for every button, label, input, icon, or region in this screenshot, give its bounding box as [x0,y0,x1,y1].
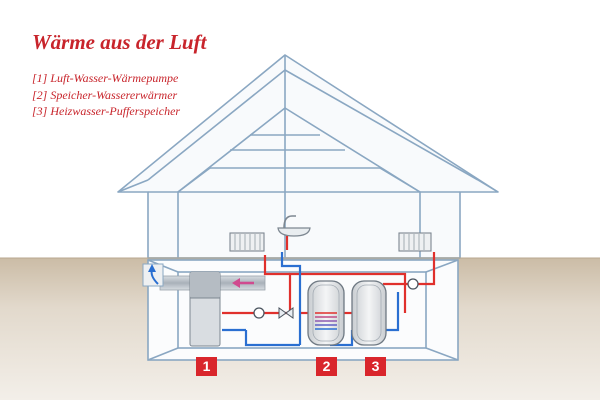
marker-3: 3 [365,357,386,376]
marker-1: 1 [196,357,217,376]
radiator-left [229,232,265,252]
house-structure [117,54,499,259]
circulation-pump-left [253,307,265,319]
cold-water-pipes [222,252,400,347]
buffer-tank [351,280,387,346]
heat-pump [189,271,221,347]
three-way-valve-icon [278,307,294,319]
legend: [1] Luft-Wasser-Wärmepumpe [2] Speicher-… [32,70,180,120]
circulation-pump-right [407,278,419,290]
marker-2: 2 [316,357,337,376]
legend-item-heat-pump: [1] Luft-Wasser-Wärmepumpe [32,71,179,85]
water-heater-tank [307,280,345,346]
diagram-title: Wärme aus der Luft [32,30,207,54]
radiator-right [398,232,432,252]
legend-item-water-heater: [2] Speicher-Wassererwärmer [32,87,178,102]
legend-item-buffer-tank: [3] Heizwasser-Pufferspeicher [32,104,181,118]
sink [277,215,311,237]
airflow-out-arrowhead-icon [148,264,156,272]
airflow-in-arrowhead-icon [232,278,240,288]
